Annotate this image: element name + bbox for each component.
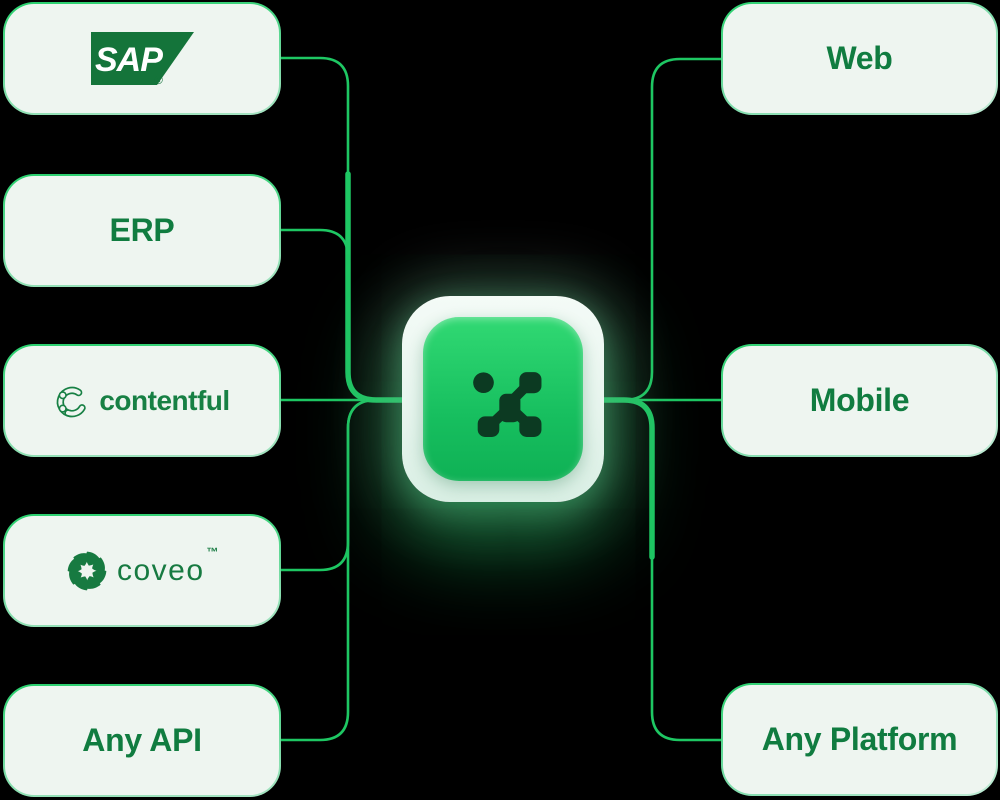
mobile-card: Mobile: [723, 346, 996, 455]
sap-logo: SAP ®: [90, 31, 194, 86]
connector-mark-icon: [473, 372, 542, 437]
source-node-any-api: Any API: [3, 684, 281, 797]
hub-app-tile: [402, 296, 604, 502]
coveo-logo-icon: [65, 549, 108, 592]
contentful-card: contentful: [5, 346, 279, 455]
sap-logo-text: SAP: [95, 41, 163, 79]
source-node-erp: ERP: [3, 174, 281, 287]
any-api-label: Any API: [82, 722, 202, 758]
source-node-contentful: contentful: [3, 344, 281, 457]
sap-logo-shape: [90, 31, 194, 85]
web-card: Web: [723, 4, 996, 113]
any-platform-label: Any Platform: [761, 721, 958, 757]
web-label: Web: [826, 40, 893, 76]
wire-any-api: [281, 398, 404, 742]
hub-app-icon: [423, 317, 583, 481]
wire-coveo: [281, 398, 404, 572]
target-node-mobile: Mobile: [721, 344, 998, 457]
erp-label: ERP: [109, 212, 175, 248]
any-platform-card: Any Platform: [723, 685, 996, 794]
wire-erp: [281, 228, 404, 402]
wire-web: [602, 57, 721, 402]
wire-pulse-right: [601, 397, 655, 560]
wire-any-platform: [602, 398, 721, 742]
coveo-trademark: ™: [206, 544, 221, 559]
coveo-label: coveo™: [116, 544, 221, 587]
wire-pulse-left: [345, 171, 405, 403]
contentful-label: contentful: [99, 384, 230, 416]
contentful-logo-icon: [57, 386, 87, 417]
source-node-sap: SAP ®: [3, 2, 281, 115]
any-api-card: Any API: [5, 686, 279, 795]
source-node-coveo: coveo™: [3, 514, 281, 627]
sap-registered-mark: ®: [154, 73, 163, 86]
coveo-card: coveo™: [5, 516, 279, 625]
erp-card: ERP: [5, 176, 279, 285]
target-node-web: Web: [721, 2, 998, 115]
mobile-label: Mobile: [809, 382, 910, 418]
target-node-any-platform: Any Platform: [721, 683, 998, 796]
sap-card: SAP ®: [5, 4, 279, 113]
